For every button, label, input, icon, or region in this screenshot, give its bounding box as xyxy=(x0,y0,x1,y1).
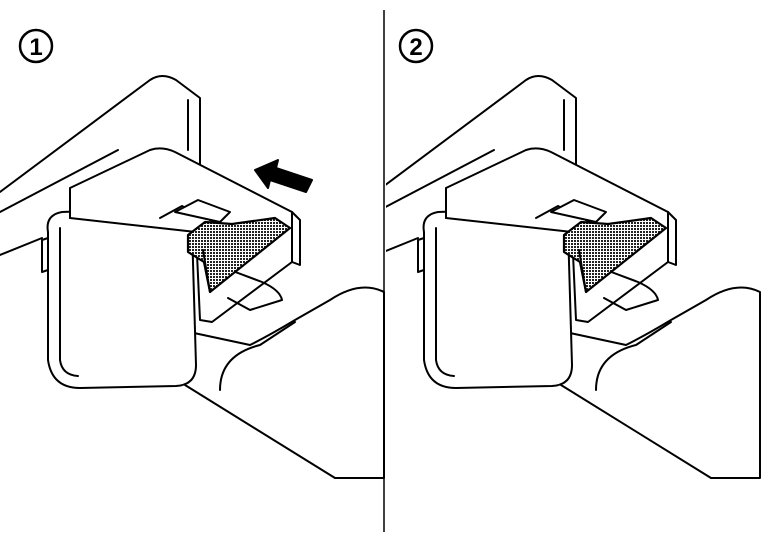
connector-illustration-locked xyxy=(386,74,762,480)
push-direction-arrow-icon xyxy=(254,159,313,193)
panel-1: 1 xyxy=(0,28,386,480)
step-badge-2: 2 xyxy=(398,28,434,64)
step-badge-1: 1 xyxy=(18,28,54,64)
step-number-1: 1 xyxy=(29,34,42,61)
panel-2: 2 xyxy=(386,28,762,480)
connector-illustration-unlocked xyxy=(0,74,386,480)
step-number-2: 2 xyxy=(409,34,422,61)
